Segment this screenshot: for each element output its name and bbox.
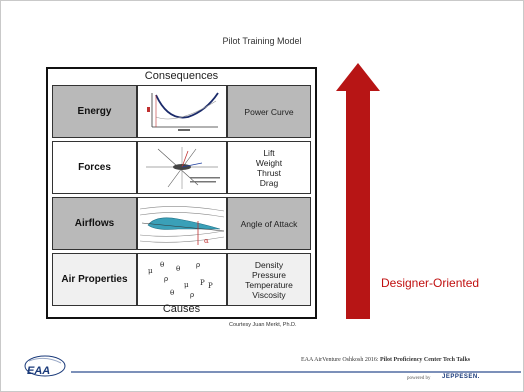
slide-title: Pilot Training Model bbox=[222, 36, 302, 46]
row-desc-air-properties: Density Pressure Temperature Viscosity bbox=[227, 253, 311, 306]
row-forces: Forces Lift Weight Thru bbox=[52, 141, 311, 194]
svg-text:α: α bbox=[204, 237, 209, 245]
row-desc-forces: Lift Weight Thrust Drag bbox=[227, 141, 311, 194]
eaa-logo-icon bbox=[24, 355, 66, 377]
svg-text:θ: θ bbox=[160, 261, 164, 269]
svg-text:μ: μ bbox=[184, 281, 189, 289]
svg-text:μ: μ bbox=[148, 267, 153, 275]
consequences-header: Consequences bbox=[144, 70, 219, 82]
row-energy: Energy Power Curve bbox=[52, 85, 311, 138]
row-label-airflows: Airflows bbox=[52, 197, 137, 250]
row-desc-airflows: Angle of Attack bbox=[227, 197, 311, 250]
air-properties-symbols-image: μ θ θ ρ ρ μ P P θ ρ bbox=[137, 253, 227, 306]
airfoil-streamlines-image: α bbox=[137, 197, 227, 250]
eaa-logo-text: EAA bbox=[27, 365, 51, 377]
courtesy-note: Courtesy Juan Merkt, Ph.D. bbox=[229, 322, 297, 328]
row-airflows: Airflows α Angle of Attack bbox=[52, 197, 311, 250]
up-arrow-icon bbox=[336, 63, 380, 319]
svg-text:ρ: ρ bbox=[190, 291, 194, 299]
jeppesen-logo-text: JEPPESEN. bbox=[442, 374, 480, 380]
row-air-properties: Air Properties μ θ θ ρ ρ μ P P θ ρ Densi… bbox=[52, 253, 311, 306]
pilot-training-model-diagram: Consequences Energy Power Curve bbox=[46, 67, 317, 319]
row-label-energy: Energy bbox=[52, 85, 137, 138]
power-curve-graph bbox=[137, 85, 227, 138]
footer-line bbox=[71, 371, 521, 373]
row-label-forces: Forces bbox=[52, 141, 137, 194]
causes-header: Causes bbox=[162, 303, 201, 315]
row-label-air-properties: Air Properties bbox=[52, 253, 137, 306]
svg-text:ρ: ρ bbox=[164, 275, 168, 283]
svg-text:θ: θ bbox=[170, 289, 174, 297]
svg-text:θ: θ bbox=[176, 265, 180, 273]
svg-text:P: P bbox=[208, 282, 213, 290]
powered-by-label: powered by bbox=[407, 376, 431, 381]
designer-oriented-label: Designer-Oriented bbox=[381, 276, 480, 290]
row-desc-energy: Power Curve bbox=[227, 85, 311, 138]
footer-event-text: EAA AirVenture Oshkosh 2016: Pilot Profi… bbox=[301, 357, 471, 363]
svg-text:ρ: ρ bbox=[196, 261, 200, 269]
svg-text:P: P bbox=[200, 279, 205, 287]
forces-diagram-image bbox=[137, 141, 227, 194]
